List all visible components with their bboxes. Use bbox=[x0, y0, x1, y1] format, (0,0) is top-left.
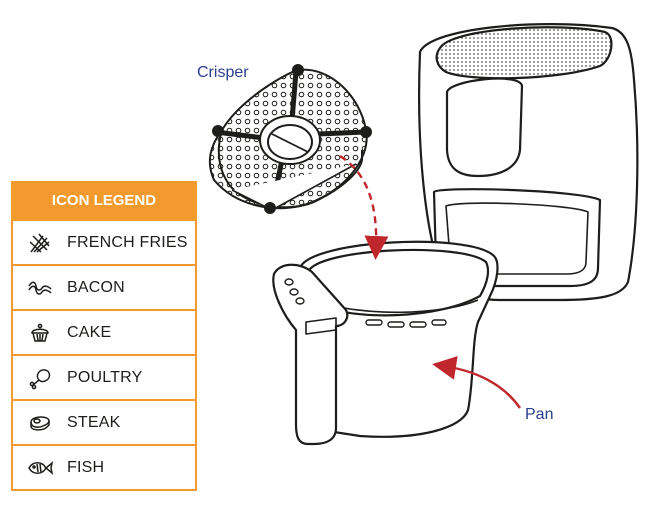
french-fries-icon bbox=[13, 221, 67, 264]
legend-item-label: CAKE bbox=[67, 323, 112, 341]
legend-item-poultry: POULTRY bbox=[13, 354, 195, 399]
pan-label: Pan bbox=[525, 406, 554, 423]
fish-icon bbox=[13, 446, 67, 489]
legend-item-french-fries: FRENCH FRIES bbox=[13, 219, 195, 264]
legend-item-label: FISH bbox=[67, 458, 105, 476]
cake-icon bbox=[13, 311, 67, 354]
legend-item-steak: STEAK bbox=[13, 399, 195, 444]
steak-icon bbox=[13, 401, 67, 444]
legend-item-label: FRENCH FRIES bbox=[67, 233, 188, 251]
legend-item-label: BACON bbox=[67, 278, 125, 296]
legend-item-bacon: BACON bbox=[13, 264, 195, 309]
bacon-icon bbox=[13, 266, 67, 309]
legend-item-cake: CAKE bbox=[13, 309, 195, 354]
icon-legend: ICON LEGEND FRENCH FRIES BACON bbox=[11, 181, 197, 491]
insert-arrow bbox=[339, 154, 389, 260]
legend-item-fish: FISH bbox=[13, 444, 195, 489]
crisper-plate bbox=[208, 64, 372, 214]
pan-pointer-arrow bbox=[432, 356, 521, 409]
legend-title: ICON LEGEND bbox=[13, 183, 195, 219]
air-fryer-body bbox=[418, 23, 639, 302]
pan-basket bbox=[272, 240, 499, 446]
crisper-label: Crisper bbox=[197, 64, 249, 81]
legend-item-label: POULTRY bbox=[67, 368, 143, 386]
poultry-icon bbox=[13, 356, 67, 399]
legend-item-label: STEAK bbox=[67, 413, 121, 431]
